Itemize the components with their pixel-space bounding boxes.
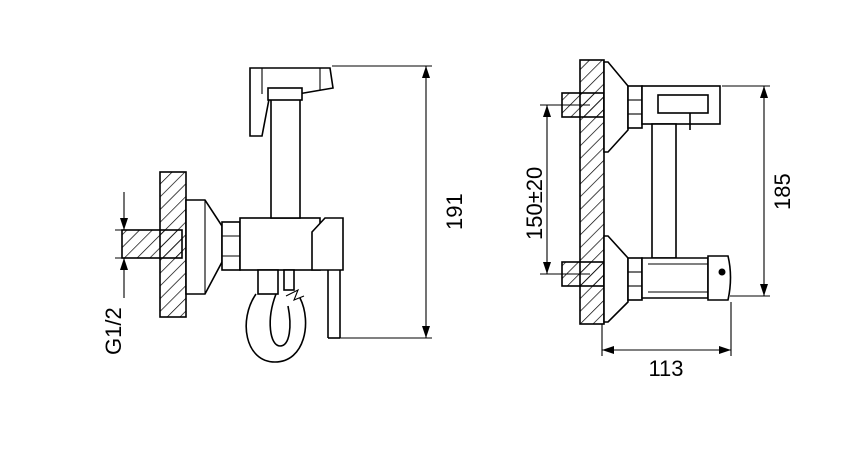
control-knob xyxy=(707,255,732,301)
right-width-label: 113 xyxy=(648,356,683,381)
mixer-body xyxy=(651,123,677,259)
dim-right-height: 185 xyxy=(722,85,795,297)
valve-body xyxy=(239,217,321,271)
dim-center-distance: 150±20 xyxy=(522,104,590,275)
knob-marker xyxy=(718,268,726,276)
center-distance-label: 150±20 xyxy=(522,167,547,240)
cone-flange xyxy=(185,199,223,295)
right-height-label: 185 xyxy=(770,173,795,210)
left-height-label: 191 xyxy=(442,193,467,230)
threaded-inlet xyxy=(121,229,183,259)
holder-pipe xyxy=(270,94,301,219)
diverter-knob xyxy=(657,94,709,114)
right-view-mixer xyxy=(561,59,732,325)
dim-left-height: 191 xyxy=(332,65,467,339)
dim-thread: G1/2 xyxy=(101,192,160,355)
hex-nut xyxy=(221,221,241,271)
hose-loop xyxy=(245,293,307,363)
lower-flange xyxy=(603,235,629,323)
upper-flange xyxy=(603,61,629,153)
hose-fitting xyxy=(257,269,279,295)
thread-label: G1/2 xyxy=(101,307,126,355)
lever-handle xyxy=(311,217,344,271)
left-view-sprayer xyxy=(121,67,344,363)
dim-right-width: 113 xyxy=(601,302,732,381)
